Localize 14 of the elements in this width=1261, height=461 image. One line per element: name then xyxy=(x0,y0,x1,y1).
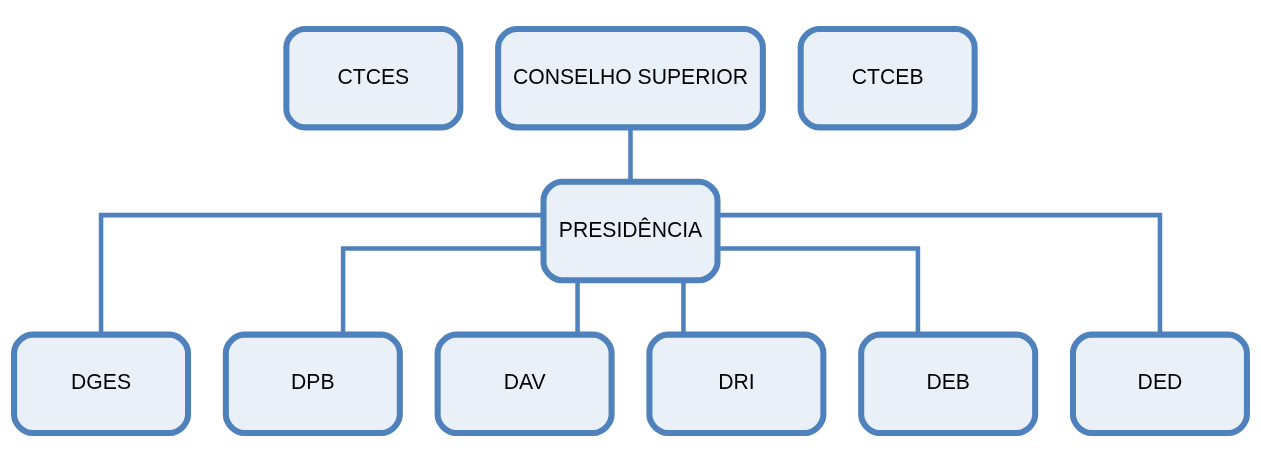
node-box: CONSELHO SUPERIOR xyxy=(495,25,766,130)
node-box: PRESIDÊNCIA xyxy=(540,178,721,283)
connector xyxy=(717,212,1163,335)
connector xyxy=(98,212,544,335)
node-box: DPB xyxy=(222,331,403,436)
node-box: DED xyxy=(1069,331,1250,436)
node-box: DGES xyxy=(11,331,192,436)
node-box: DRI xyxy=(646,331,827,436)
connector xyxy=(340,245,544,335)
connector xyxy=(717,245,921,335)
node-box: DAV xyxy=(434,331,615,436)
node-box: DEB xyxy=(858,331,1039,436)
node-box: CTCES xyxy=(283,25,464,130)
node-box: CTCEB xyxy=(797,25,978,130)
